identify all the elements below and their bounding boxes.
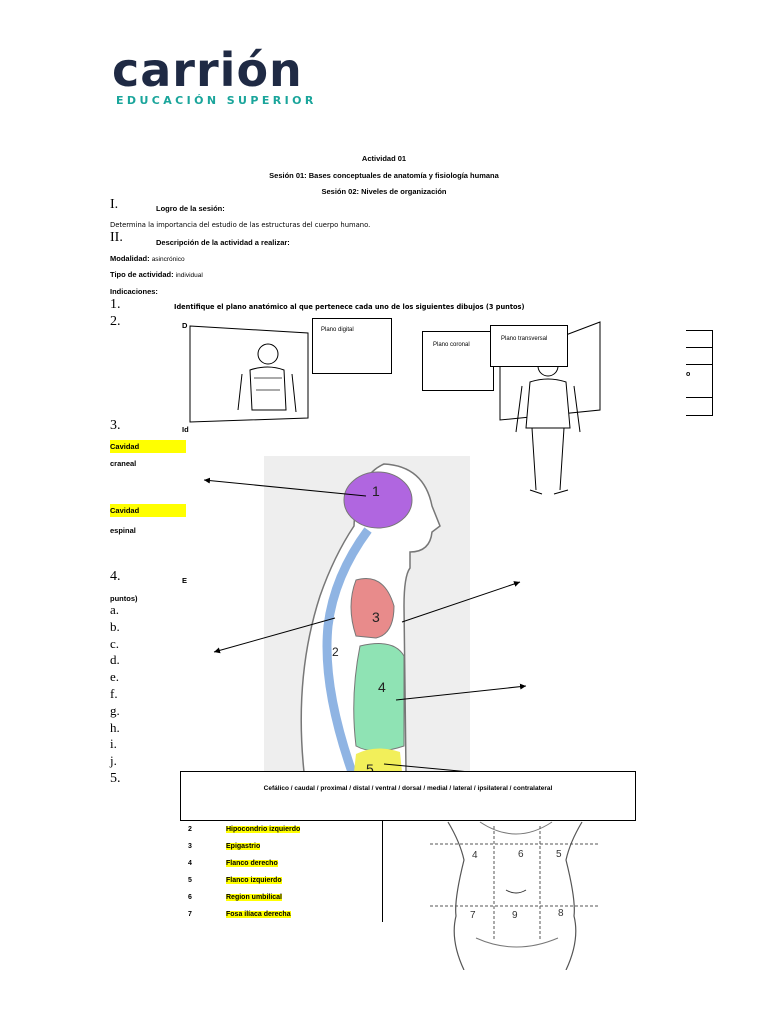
arrow-cavity-4 <box>395 683 527 701</box>
abdominal-regions-figure: 4 6 5 7 9 8 <box>430 821 600 970</box>
cavity-number-4: 4 <box>378 679 386 695</box>
session-1-title: Sesión 01: Bases conceptuales de anatomí… <box>269 171 499 180</box>
coronal-plane-answer-box[interactable]: Plano coronal <box>422 331 494 391</box>
transverse-plane-label: Plano transversal <box>501 336 548 342</box>
row-region-name: Hipocondrio izquierdo <box>226 826 301 833</box>
sagittal-plane-answer-box[interactable]: Plano digital <box>312 318 392 374</box>
section-1-number: I. <box>110 197 119 212</box>
letter-item: f. <box>110 685 118 701</box>
item-4-text: E <box>182 576 188 585</box>
letter-item: c. <box>110 635 120 651</box>
row-number: 4 <box>188 860 192 867</box>
cavity-number-5: 5 <box>366 761 374 772</box>
modalidad-line: Modalidad: asincrónico <box>110 254 185 263</box>
section-1-text: Determina la importancia del estudio de … <box>110 221 371 229</box>
transverse-plane-answer-box[interactable]: Plano transversal <box>490 325 568 367</box>
item-1-number: 1. <box>110 297 121 312</box>
row-region-name: Fosa ilíaca derecha <box>226 911 291 918</box>
coronal-plane-label: Plano coronal <box>433 342 470 348</box>
indicaciones-label: Indicaciones: <box>110 287 158 296</box>
letter-list: a. b. c. d. e. f. g. h. i. j. <box>110 602 120 770</box>
tipo-label: Tipo de actividad: <box>110 270 174 279</box>
item-3-number: 3. <box>110 418 121 433</box>
row-number: 3 <box>188 843 192 850</box>
modalidad-label: Modalidad: <box>110 254 150 263</box>
row-number: 2 <box>188 826 192 833</box>
cavity-label-cranial-1: Cavidad <box>110 440 186 453</box>
item-3-text: Id <box>182 425 189 434</box>
item-2-text: D <box>182 321 188 330</box>
directional-terms-text: Cefálico / caudal / proximal / distal / … <box>263 785 553 792</box>
modalidad-value: asincrónico <box>151 256 185 263</box>
activity-title: Actividad 01 <box>361 154 407 163</box>
tipo-value: individual <box>175 272 203 279</box>
item-4-number: 4. <box>110 569 121 584</box>
abdomen-number: 9 <box>512 910 518 921</box>
row-region-name: Flanco izquierdo <box>226 877 282 884</box>
cavity-number-1: 1 <box>372 483 380 499</box>
section-2-title: Descripción de la actividad a realizar: <box>156 238 290 247</box>
letter-item: e. <box>110 669 120 685</box>
cut-off-letter: o <box>686 371 691 378</box>
brand-logo-subtitle: EDUCACIÓN SUPERIOR <box>116 94 317 107</box>
brand-logo-word: carrión <box>112 43 303 97</box>
table-row: 2 Hipocondrio izquierdo <box>188 826 301 833</box>
sagittal-plane-figure <box>189 325 309 423</box>
transverse-plane-figure <box>499 321 601 495</box>
letter-item: j. <box>110 753 117 769</box>
row-region-name: Epigastrio <box>226 843 261 850</box>
row-region-name: Flanco derecho <box>226 860 278 867</box>
item-4-points: puntos) <box>110 594 138 603</box>
arrow-cavity-5 <box>383 763 471 773</box>
partial-table-edge <box>686 330 713 416</box>
cavity-number-3: 3 <box>372 609 380 625</box>
abdomen-number: 6 <box>518 849 524 860</box>
cavity-label-spinal-2: espinal <box>110 526 136 535</box>
cavity-label-spinal-1: Cavidad <box>110 504 186 517</box>
tipo-line: Tipo de actividad: individual <box>110 270 203 279</box>
arrow-cavity-2 <box>213 617 336 654</box>
letter-item: a. <box>110 602 120 617</box>
abdomen-number: 4 <box>472 850 478 861</box>
session-2-title: Sesión 02: Niveles de organización <box>321 187 447 196</box>
row-region-name: Region umbilical <box>226 894 283 901</box>
cavity-label-cranial-2: craneal <box>110 459 137 468</box>
abdomen-number: 5 <box>556 849 562 860</box>
section-1-title: Logro de la sesión: <box>156 204 225 213</box>
item-1-text: Identifique el plano anatómico al que pe… <box>174 303 525 311</box>
arrow-cavity-1 <box>203 477 367 497</box>
table-row: 7 Fosa ilíaca derecha <box>188 911 291 918</box>
table-row: 6 Region umbilical <box>188 894 283 901</box>
row-number: 6 <box>188 894 192 901</box>
item-5-number: 5. <box>110 771 121 786</box>
letter-item: g. <box>110 702 120 718</box>
letter-item: d. <box>110 652 120 668</box>
letter-item: h. <box>110 719 120 735</box>
table-row: 4 Flanco derecho <box>188 860 278 867</box>
directional-terms-box: Cefálico / caudal / proximal / distal / … <box>180 771 636 821</box>
arrow-cavity-3 <box>401 581 521 623</box>
body-cavities-figure: 1 2 3 4 5 <box>264 456 470 772</box>
abdomen-number: 7 <box>470 910 476 921</box>
abdomen-number: 8 <box>558 908 564 919</box>
row-number: 7 <box>188 911 192 918</box>
table-row: 3 Epigastrio <box>188 843 261 850</box>
item-2-number: 2. <box>110 314 121 329</box>
row-number: 5 <box>188 877 192 884</box>
table-row: 5 Flanco izquierdo <box>188 877 282 884</box>
cavity-number-2: 2 <box>332 645 339 659</box>
letter-item: b. <box>110 618 120 634</box>
sagittal-plane-label: Plano digital <box>321 327 354 333</box>
letter-item: i. <box>110 736 117 752</box>
section-2-number: II. <box>110 230 123 245</box>
